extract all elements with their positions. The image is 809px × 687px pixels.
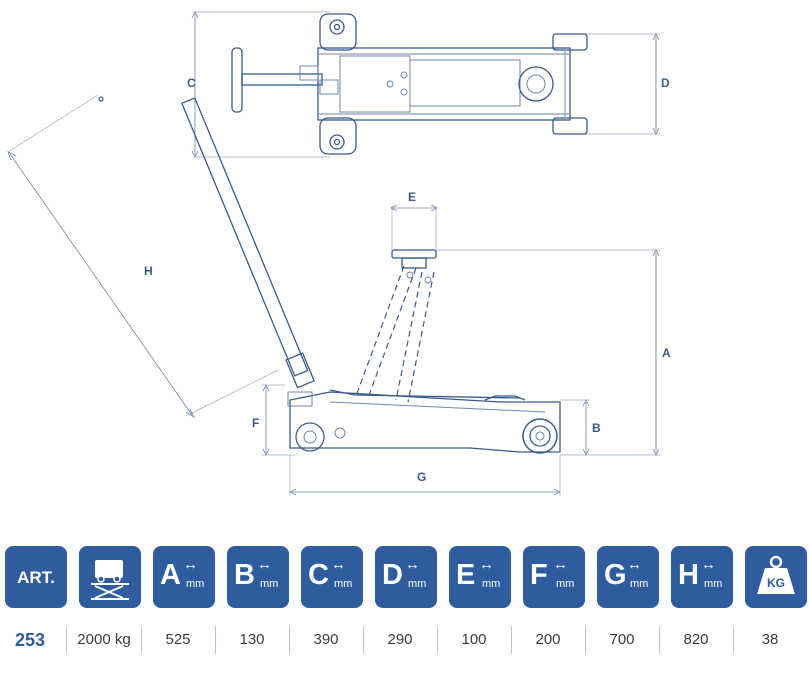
art-tile: ART. bbox=[5, 546, 67, 608]
label-e: E bbox=[408, 190, 416, 204]
value-weight: 38 bbox=[761, 631, 779, 648]
value-h: 820 bbox=[683, 631, 709, 648]
label-d: D bbox=[661, 76, 670, 90]
value-capacity: 2000 kg bbox=[77, 631, 131, 648]
dimension-c-icon: C↔mm bbox=[301, 546, 363, 608]
label-h: H bbox=[144, 264, 153, 278]
value-art: 253 bbox=[14, 630, 46, 650]
technical-drawing: C D E H A B F G bbox=[7, 11, 671, 496]
lift-capacity-icon bbox=[79, 546, 141, 608]
dimension-a-icon: A↔mm bbox=[153, 546, 215, 608]
dimension-d-icon: D↔mm bbox=[375, 546, 437, 608]
value-c: 390 bbox=[313, 631, 339, 648]
dimension-g-icon: G↔mm bbox=[597, 546, 659, 608]
label-b: B bbox=[592, 421, 601, 435]
label-a: A bbox=[662, 346, 671, 360]
dimension-e-icon: E↔mm bbox=[449, 546, 511, 608]
top-view bbox=[191, 11, 660, 158]
spec-values-row: 253 2000 kg 525 130 390 290 100 200 700 … bbox=[0, 626, 809, 654]
art-label: ART. bbox=[17, 568, 55, 587]
dimension-b-icon: B↔mm bbox=[227, 546, 289, 608]
label-c: C bbox=[187, 76, 196, 90]
dimension-h-icon: H↔mm bbox=[671, 546, 733, 608]
dimension-f-icon: F↔mm bbox=[523, 546, 585, 608]
value-b: 130 bbox=[239, 631, 265, 648]
value-f: 200 bbox=[535, 631, 561, 648]
value-a: 525 bbox=[165, 631, 191, 648]
weight-kg-icon: KG bbox=[745, 546, 807, 608]
label-g: G bbox=[417, 470, 426, 484]
side-view bbox=[7, 94, 660, 496]
value-e: 100 bbox=[461, 631, 487, 648]
value-g: 700 bbox=[609, 631, 635, 648]
spec-header-row: ART. A↔mm B↔mm C↔mm D↔mm E↔mm F↔mm G↔mm … bbox=[0, 546, 809, 610]
value-d: 290 bbox=[387, 631, 413, 648]
kg-text: KG bbox=[767, 576, 785, 590]
label-f: F bbox=[252, 416, 259, 430]
